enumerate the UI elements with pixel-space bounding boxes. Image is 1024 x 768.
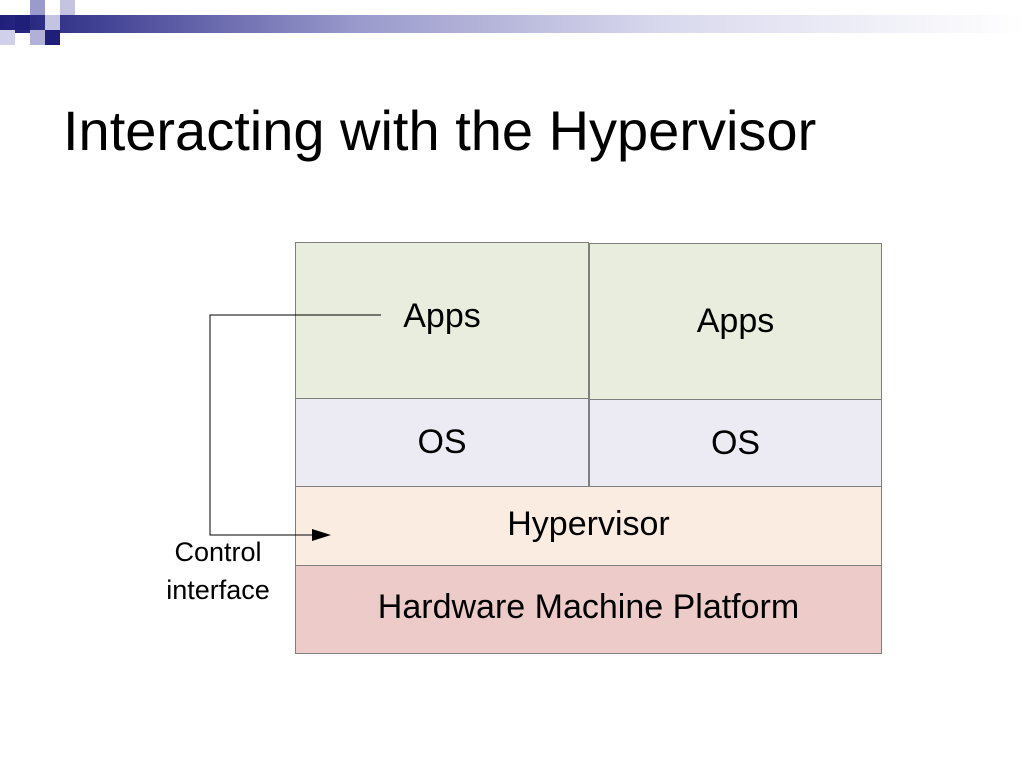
hypervisor-box: Hypervisor (295, 486, 882, 566)
vm2-apps-box: Apps (589, 243, 882, 400)
banner-square (30, 0, 45, 15)
hardware-box: Hardware Machine Platform (295, 565, 882, 654)
banner-square (15, 15, 30, 30)
banner-square (60, 0, 75, 15)
vm1-apps-box: Apps (295, 242, 589, 399)
vm1-os-box: OS (295, 398, 589, 487)
hypervisor-label: Hypervisor (507, 505, 670, 543)
vm1-os-label: OS (417, 423, 467, 461)
banner-square (30, 30, 45, 45)
banner-square (0, 30, 15, 45)
vm2-os-label: OS (710, 423, 761, 462)
vm2-os-box: OS (589, 399, 882, 487)
banner-gradient-bar (0, 15, 1024, 33)
control-label-line1: Control (174, 537, 262, 567)
banner-square (45, 30, 60, 45)
banner-square (45, 15, 60, 30)
vm2-apps-label: Apps (696, 302, 775, 340)
control-label-line2: interface (166, 575, 270, 605)
control-interface-label: Control interface (150, 533, 286, 609)
slide-title: Interacting with the Hypervisor (63, 99, 817, 162)
hardware-label: Hardware Machine Platform (377, 588, 800, 626)
vm1-apps-label: Apps (403, 297, 481, 335)
